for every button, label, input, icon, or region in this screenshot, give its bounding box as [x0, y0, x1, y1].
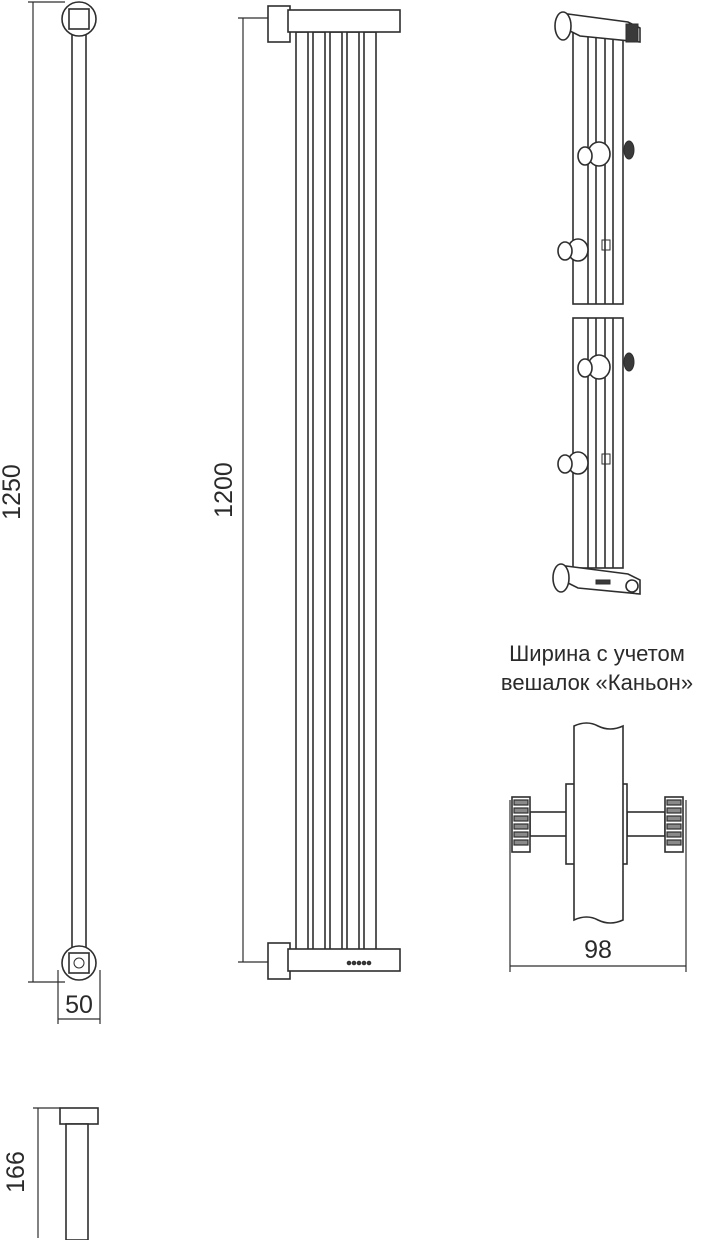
side-tube: [71, 24, 87, 961]
dim-label-1200: 1200: [210, 462, 238, 518]
side-view: 1250 50: [0, 1, 101, 1024]
caption-line-1: Ширина с учетом: [509, 641, 685, 666]
front-top-bracket: [267, 5, 291, 43]
dim-label-166: 166: [2, 1151, 30, 1193]
front-tube-2: [312, 31, 326, 951]
top-flange-square: [68, 8, 90, 30]
right-knob: [664, 796, 684, 853]
section-view: 98: [509, 722, 687, 972]
depth-header: [59, 1107, 99, 1125]
upper-hook-2: [557, 238, 611, 262]
upper-hook-1: [577, 140, 635, 167]
depth-view: 166: [2, 1107, 99, 1240]
front-tube-1: [295, 31, 309, 951]
front-top-header: [287, 9, 401, 33]
lower-hook-1: [577, 352, 635, 380]
front-bottom-bracket: [267, 942, 291, 980]
depth-tube: [65, 1123, 89, 1240]
control-dots: [346, 960, 372, 966]
left-knob: [511, 796, 531, 853]
front-view: 1200: [210, 5, 401, 980]
perspective-top-cap: [625, 23, 639, 43]
bottom-flange-hole: [73, 957, 85, 969]
left-stem: [529, 811, 569, 837]
perspective-bottom-flange: [552, 563, 570, 593]
caption-line-2: вешалок «Каньон»: [501, 670, 693, 695]
front-bottom-header: [287, 948, 401, 972]
right-stem: [626, 811, 666, 837]
bottom-flange-square: [68, 952, 90, 974]
dim-label-98: 98: [584, 936, 612, 964]
perspective-indicator: [595, 579, 611, 585]
lower-hook-2: [557, 451, 611, 475]
front-tubes: [295, 31, 377, 951]
perspective-bottom-cap: [625, 579, 639, 593]
perspective-top-flange: [554, 11, 572, 41]
dim-label-50: 50: [65, 991, 93, 1019]
front-tube-3: [329, 31, 343, 951]
dim-label-1250: 1250: [0, 464, 26, 520]
central-tube: [573, 722, 624, 924]
front-tube-4: [346, 31, 360, 951]
front-tube-5: [363, 31, 377, 951]
perspective-view: [552, 11, 641, 595]
